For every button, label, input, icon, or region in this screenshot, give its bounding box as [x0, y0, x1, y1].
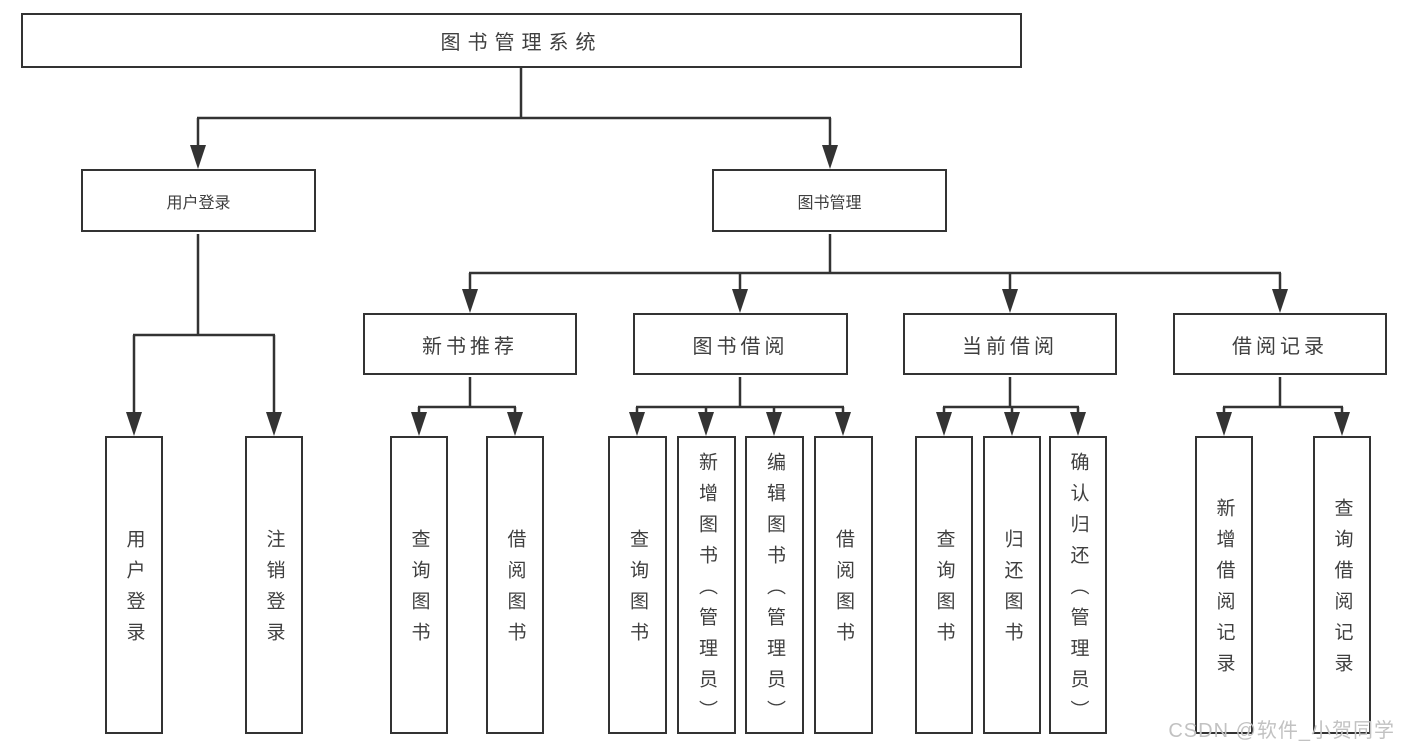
node-label: 借阅记录	[1232, 335, 1328, 358]
arrowheads	[126, 145, 1350, 436]
arrow-down-icon	[266, 412, 282, 436]
arrow-down-icon	[1216, 412, 1232, 436]
arrow-down-icon	[507, 412, 523, 436]
arrow-down-icon	[1272, 289, 1288, 313]
watermark: CSDN @软件_小贺同学	[1168, 720, 1395, 742]
leaf-add-borrow-record: 新增借阅记录	[1195, 436, 1253, 734]
arrow-down-icon	[1002, 289, 1018, 313]
node-current-borrowing: 当前借阅	[903, 313, 1117, 375]
node-label: 编辑图书（管理员）	[764, 451, 785, 731]
node-borrowing-records: 借阅记录	[1173, 313, 1387, 375]
leaf-query-books: 查询图书	[390, 436, 448, 734]
node-label: 当前借阅	[962, 335, 1058, 358]
node-label: 查询图书	[627, 529, 648, 653]
node-label: 图书管理系统	[440, 32, 603, 54]
arrow-down-icon	[936, 412, 952, 436]
arrow-down-icon	[1070, 412, 1086, 436]
arrow-down-icon	[1334, 412, 1350, 436]
arrow-down-icon	[698, 412, 714, 436]
arrow-down-icon	[629, 412, 645, 436]
node-label: 用户登录	[123, 529, 145, 653]
arrow-down-icon	[1004, 412, 1020, 436]
leaf-edit-book-admin: 编辑图书（管理员）	[745, 436, 804, 734]
node-label: 新增图书（管理员）	[696, 451, 717, 731]
node-user-login: 用户登录	[81, 169, 316, 232]
arrow-down-icon	[732, 289, 748, 313]
leaf-borrow-books: 借阅图书	[486, 436, 544, 734]
leaf-query-books: 查询图书	[915, 436, 973, 734]
node-label: 注销登录	[263, 529, 285, 653]
leaf-query-borrow-record: 查询借阅记录	[1313, 436, 1371, 734]
leaf-user-login: 用户登录	[105, 436, 163, 734]
node-label: 查询借阅记录	[1331, 498, 1353, 684]
node-label: 归还图书	[1001, 529, 1023, 653]
arrow-down-icon	[822, 145, 838, 169]
node-label: 查询图书	[933, 529, 955, 653]
arrow-down-icon	[766, 412, 782, 436]
leaf-return-book: 归还图书	[983, 436, 1041, 734]
leaf-borrow-books: 借阅图书	[814, 436, 873, 734]
node-book-management: 图书管理	[712, 169, 947, 232]
leaf-logout: 注销登录	[245, 436, 303, 734]
arrow-down-icon	[835, 412, 851, 436]
node-book-borrowing: 图书借阅	[633, 313, 848, 375]
node-label: 查询图书	[408, 529, 430, 653]
node-label: 借阅图书	[504, 529, 526, 653]
leaf-confirm-return-admin: 确认归还（管理员）	[1049, 436, 1107, 734]
leaf-add-book-admin: 新增图书（管理员）	[677, 436, 736, 734]
node-label: 新增借阅记录	[1213, 498, 1235, 684]
arrow-down-icon	[411, 412, 427, 436]
node-label: 借阅图书	[833, 529, 854, 653]
node-label: 图书借阅	[692, 335, 789, 358]
node-label: 确认归还（管理员）	[1067, 451, 1089, 731]
node-label: 新书推荐	[422, 335, 518, 358]
leaf-query-books: 查询图书	[608, 436, 667, 734]
arrow-down-icon	[462, 289, 478, 313]
node-new-book-recommend: 新书推荐	[363, 313, 577, 375]
node-label: 用户登录	[166, 194, 231, 212]
node-label: 图书管理	[797, 194, 862, 212]
node-library-system: 图书管理系统	[21, 13, 1022, 68]
arrow-down-icon	[126, 412, 142, 436]
arrow-down-icon	[190, 145, 206, 169]
